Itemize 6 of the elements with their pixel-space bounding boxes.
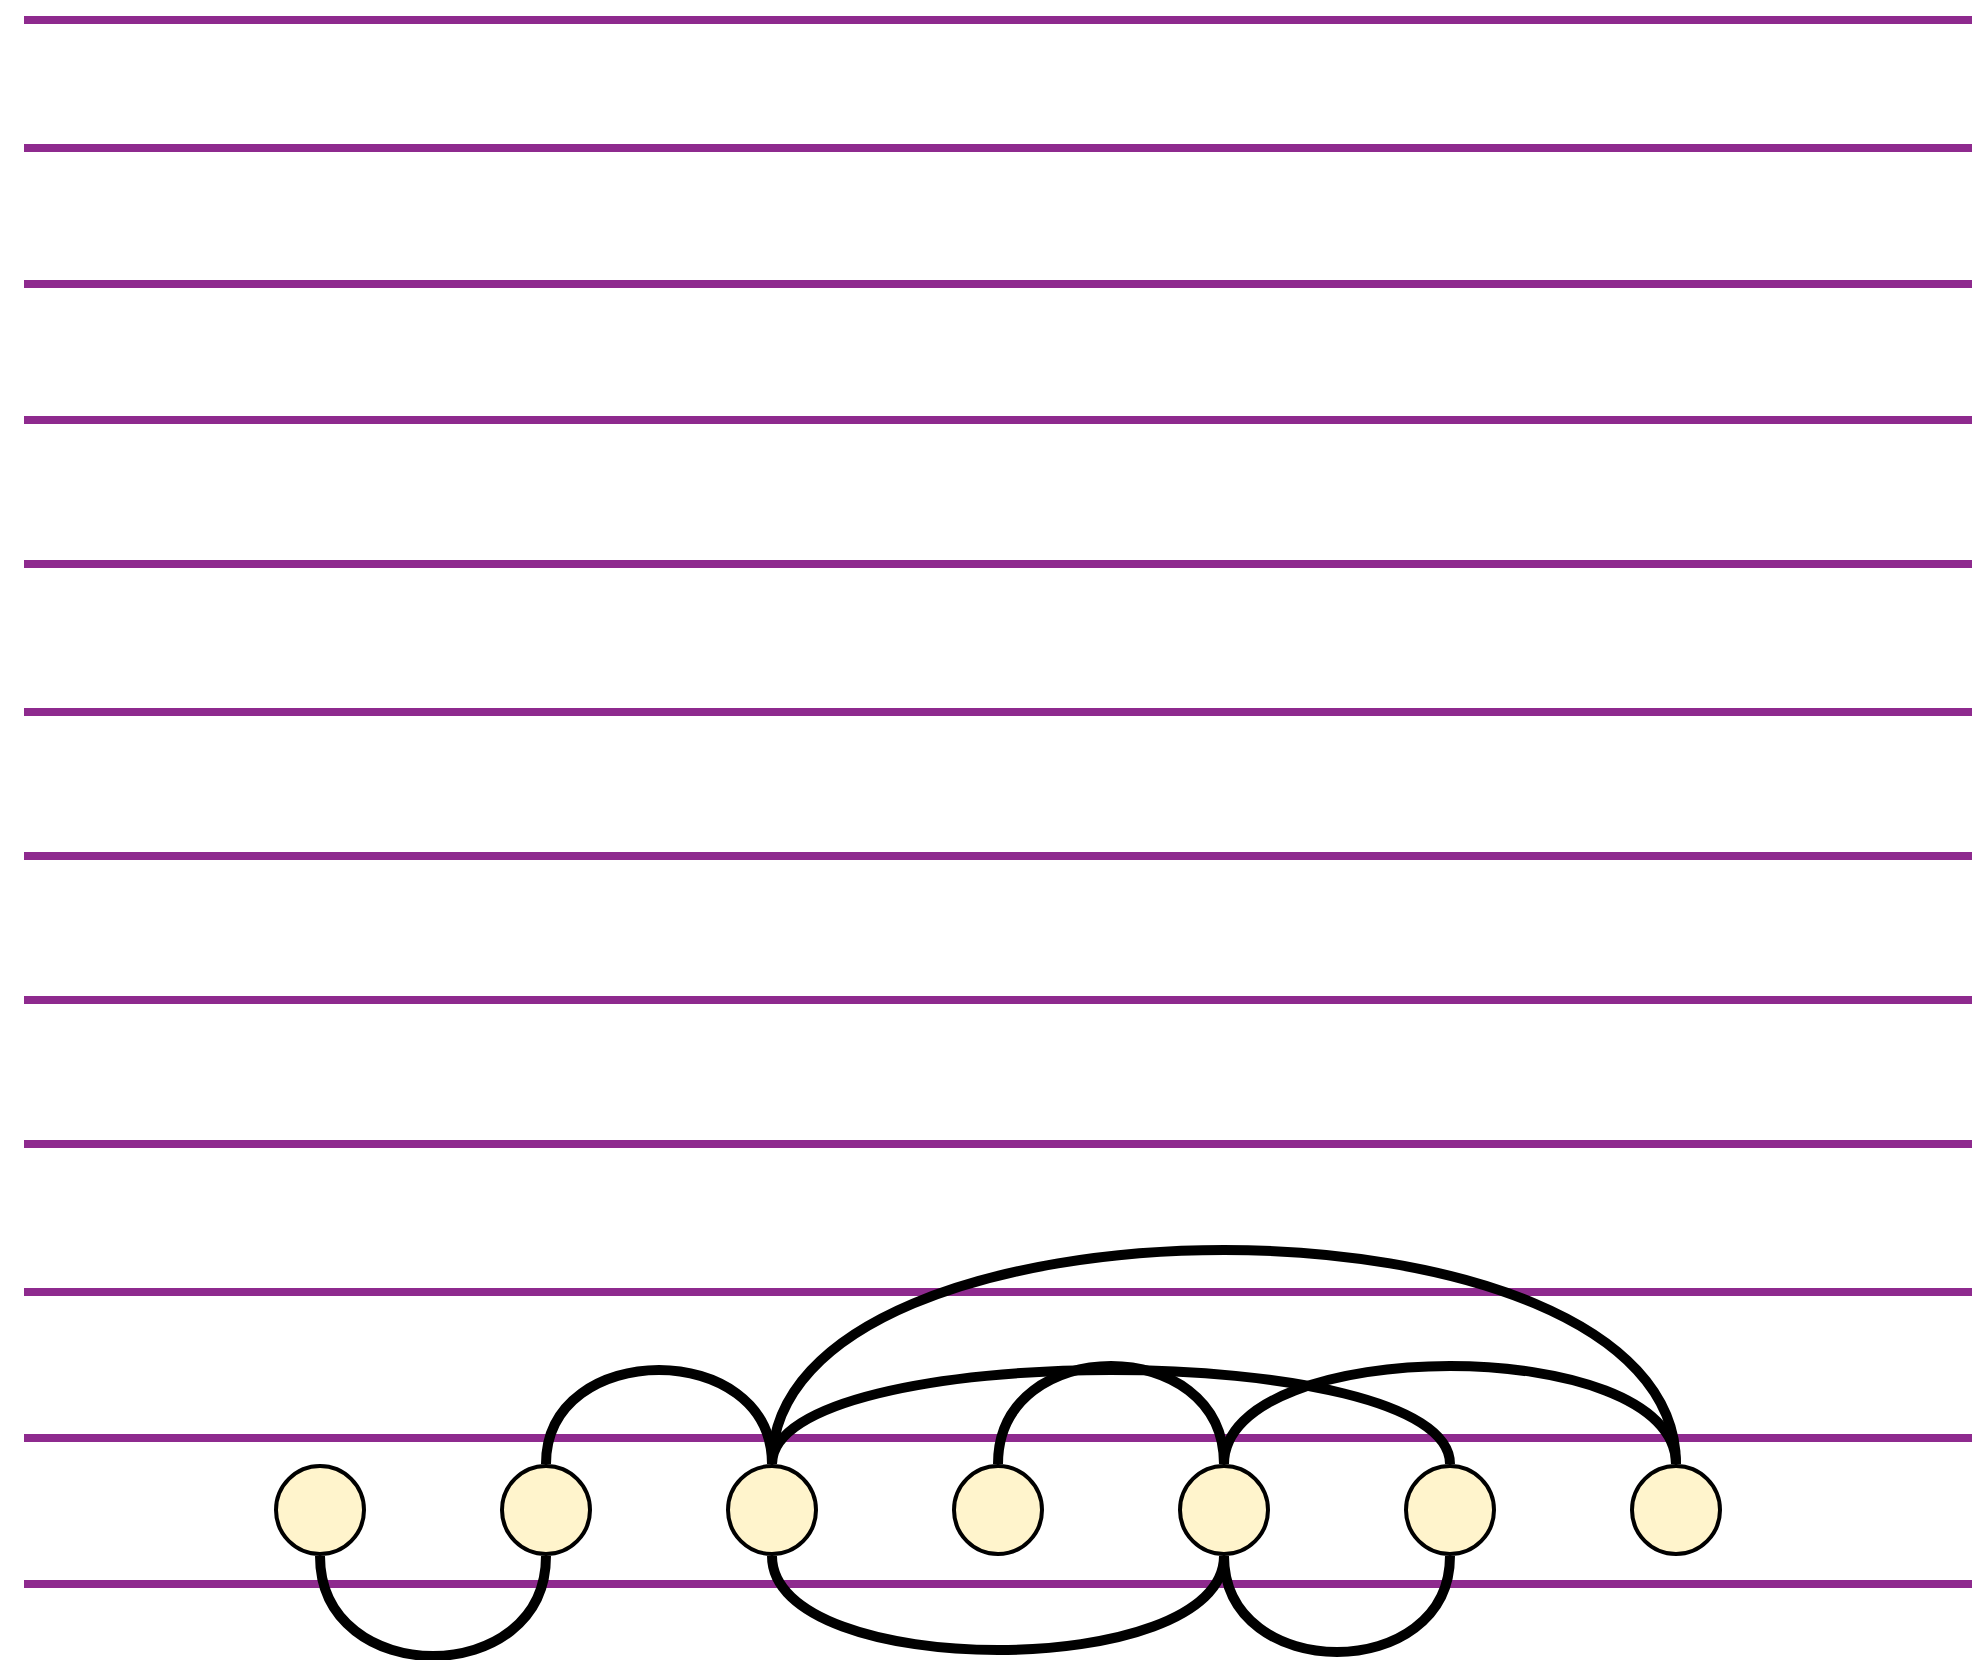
connector-arc bbox=[993, 1361, 1229, 1465]
connector-arc bbox=[541, 1365, 777, 1465]
connector-arc bbox=[315, 1555, 551, 1660]
connector-arc bbox=[767, 1245, 1681, 1466]
connector-arc bbox=[1219, 1361, 1681, 1466]
connector-arc bbox=[1219, 1555, 1455, 1657]
